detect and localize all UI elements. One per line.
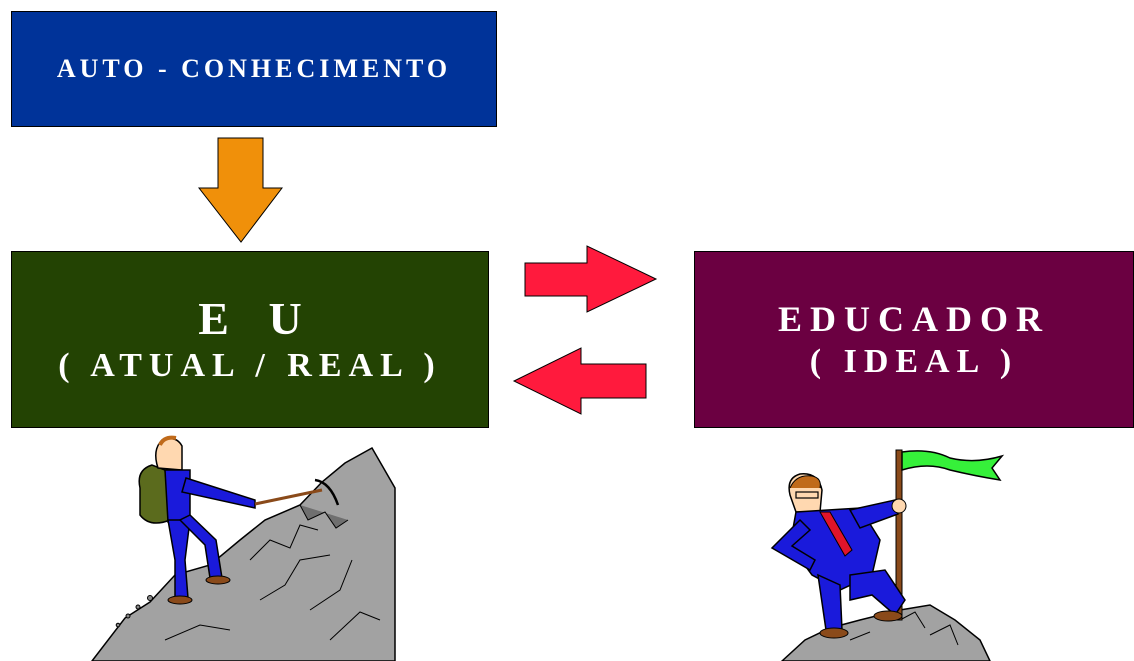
right-arrow — [524, 245, 658, 313]
mountain-right — [780, 604, 991, 661]
summit-illustration — [770, 449, 1005, 661]
eu-subtitle: ( ATUAL / REAL ) — [58, 346, 442, 384]
climber-illustration — [91, 435, 396, 661]
educador-subtitle: ( IDEAL ) — [809, 342, 1019, 380]
auto-conhecimento-box: AUTO - CONHECIMENTO — [11, 11, 497, 127]
down-arrow — [197, 137, 284, 243]
left-arrow — [512, 347, 647, 415]
educador-title: EDUCADOR — [777, 298, 1050, 339]
educador-box: EDUCADOR ( IDEAL ) — [694, 251, 1134, 428]
eu-box: E U ( ATUAL / REAL ) — [11, 251, 489, 428]
green-flag — [901, 450, 1005, 482]
mountain-left — [91, 446, 396, 661]
eu-title: E U — [198, 292, 316, 344]
auto-conhecimento-label: AUTO - CONHECIMENTO — [56, 54, 452, 83]
